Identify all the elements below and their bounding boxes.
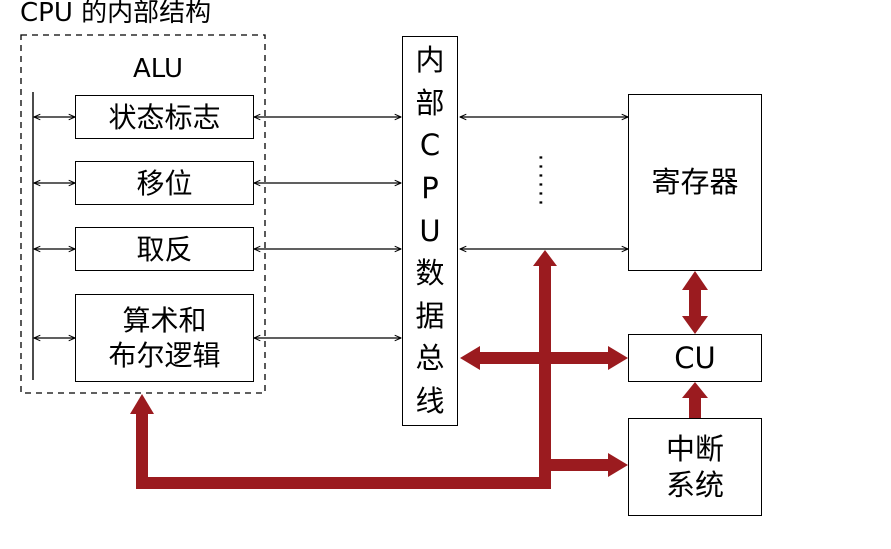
bus-char: 线 — [415, 384, 445, 418]
alu-boundary — [20, 34, 266, 394]
bus-char: 据 — [415, 298, 445, 333]
internal-data-bus-text: 内 部 C P U 数 据 总 线 — [402, 36, 458, 426]
arith-logic-box: 算术和 布尔逻辑 — [75, 294, 254, 382]
negate-box: 取反 — [75, 227, 254, 271]
alu-label: ALU — [133, 54, 184, 84]
bus-char: C — [419, 128, 441, 163]
bus-char: 数 — [415, 256, 445, 291]
cu-label: CU — [674, 340, 716, 375]
arith-logic-line-2: 布尔逻辑 — [108, 339, 221, 372]
bus-char: 部 — [415, 85, 445, 120]
control-bus — [130, 250, 708, 489]
interrupt-system-box: 中断 系统 — [628, 418, 762, 516]
cu-box: CU — [628, 334, 762, 382]
bus-char: P — [421, 170, 439, 205]
diagram-title: CPU 的内部结构 — [20, 0, 212, 28]
internal-data-bus — [402, 36, 458, 426]
shift-label: 移位 — [136, 166, 193, 200]
negate-label: 取反 — [136, 232, 193, 266]
interrupt-line-2: 系统 — [665, 468, 724, 502]
status-flags-box: 状态标志 — [75, 95, 254, 139]
registers-label: 寄存器 — [651, 165, 739, 200]
interrupt-line-1: 中断 — [665, 431, 724, 466]
bus-char: 总 — [415, 341, 445, 376]
register-ellipsis: ······ — [526, 154, 552, 208]
registers-box: 寄存器 — [628, 94, 762, 271]
shift-box: 移位 — [75, 161, 254, 205]
bus-char: 内 — [415, 43, 445, 77]
bus-char: U — [419, 213, 441, 248]
arith-logic-line-1: 算术和 — [122, 304, 207, 337]
status-flags-label: 状态标志 — [108, 100, 221, 134]
